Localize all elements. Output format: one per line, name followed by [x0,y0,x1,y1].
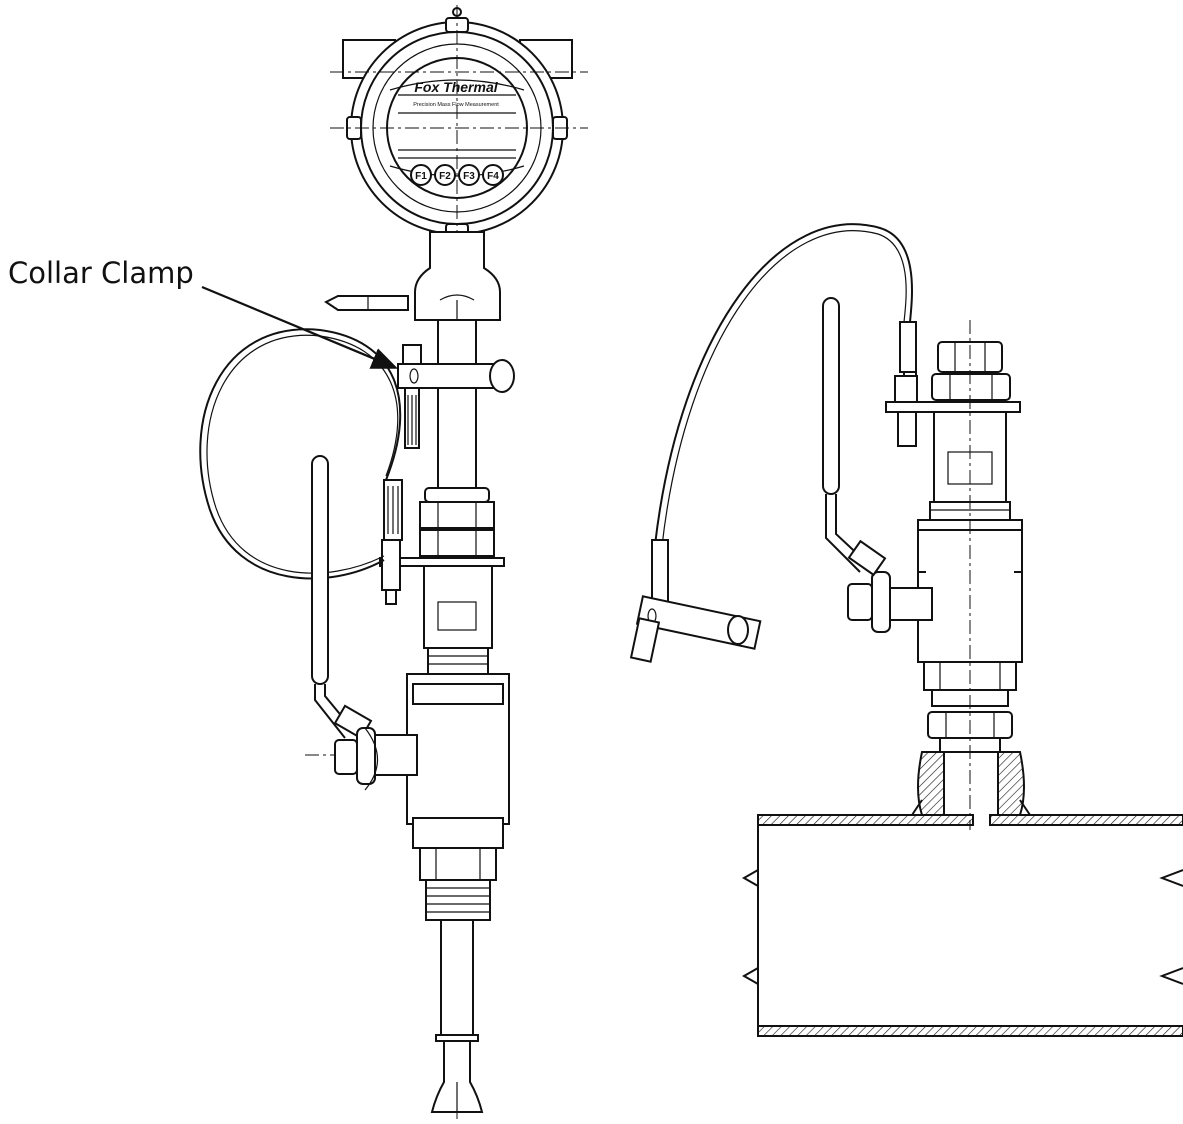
right-ball-valve [847,519,1023,691]
right-assembly [629,223,1183,1037]
svg-text:F3: F3 [463,171,475,182]
right-safety-cable [651,223,917,603]
callout-arrow [201,285,399,369]
ball-valve [334,673,510,849]
function-button-f3: F3 [458,164,480,186]
svg-text:F1: F1 [415,171,427,182]
collar-clamp [397,344,515,449]
weld-fitting [911,751,1031,816]
pipe-section [741,814,1183,1037]
function-button-f1: F1 [410,164,432,186]
right-retraction-handle [822,297,887,577]
enclosure-neck [414,231,501,321]
detached-collar-clamp [629,595,762,663]
retraction-handle [311,455,373,740]
conduit-plug [324,295,409,311]
process-connection [419,847,497,921]
compression-fitting [419,487,495,557]
meter-face-branding: Fox Thermal Precision Mass Flow Measurem… [413,79,499,108]
safety-cable [199,328,402,580]
function-buttons: F1 F2 F3 F4 [410,164,504,186]
brand-tagline: Precision Mass Flow Measurement [413,102,499,108]
fitting-body-upper [423,565,493,675]
function-button-f4: F4 [482,164,504,186]
probe-sensor-tip [430,1040,484,1113]
right-compression-fitting [931,341,1011,401]
svg-text:F4: F4 [487,171,499,182]
function-button-f2: F2 [434,164,456,186]
callout-label-collar-clamp: Collar Clamp [8,256,194,290]
left-assembly: Fox Thermal Precision Mass Flow Measurem… [199,5,588,1120]
svg-text:F2: F2 [439,171,451,182]
